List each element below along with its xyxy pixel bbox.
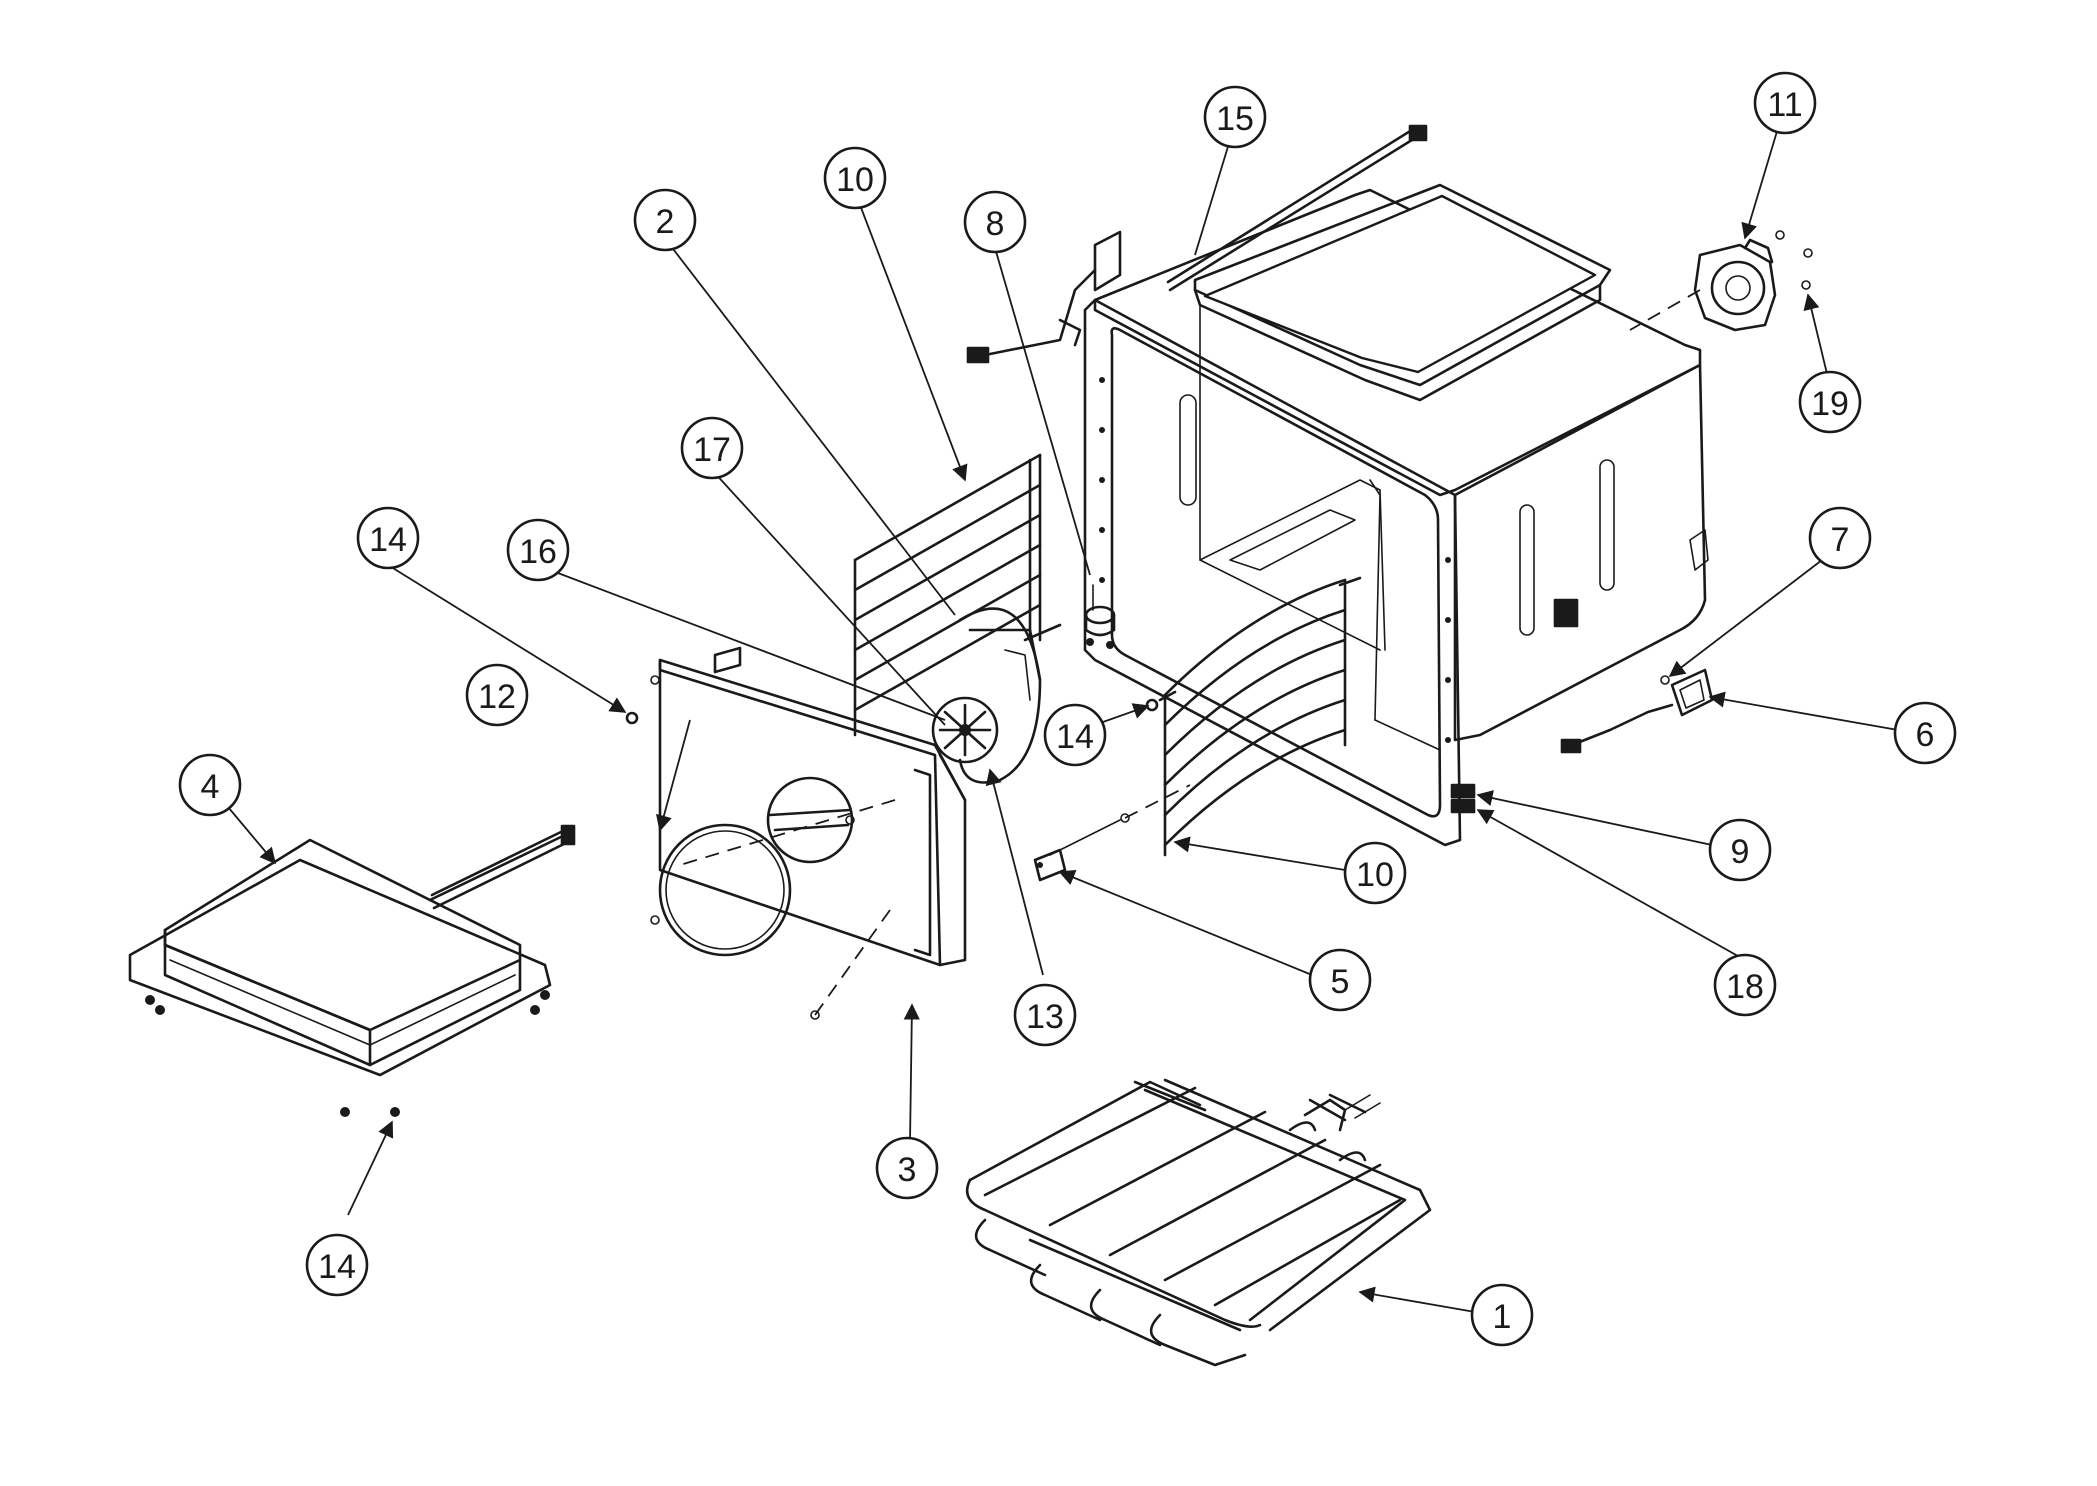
callout-13-label: 13 xyxy=(1026,998,1064,1036)
callout-9-label: 9 xyxy=(1731,833,1750,871)
callout-11: 11 xyxy=(1753,71,1817,135)
callout-10-top-label: 10 xyxy=(836,161,874,199)
callout-2-label: 2 xyxy=(656,203,675,241)
oven-rack-right xyxy=(1158,576,1362,857)
broil-cover-panel xyxy=(128,824,576,1117)
callout-14-middle: 14 xyxy=(1043,703,1107,767)
callout-17: 17 xyxy=(680,416,744,480)
callout-11-label: 11 xyxy=(1767,86,1802,124)
door-switch xyxy=(1560,668,1714,754)
callout-13: 13 xyxy=(1013,983,1077,1047)
callout-8: 8 xyxy=(963,190,1027,254)
callout-12: 12 xyxy=(465,663,529,727)
callout-1-label: 1 xyxy=(1493,1298,1512,1336)
callout-4: 4 xyxy=(178,753,242,817)
fan-gasket xyxy=(658,823,792,957)
callout-6-label: 6 xyxy=(1916,716,1935,754)
callout-14-bottom: 14 xyxy=(305,1233,369,1297)
callout-18-label: 18 xyxy=(1726,968,1764,1006)
oven-cavity xyxy=(1083,183,1709,847)
callout-10-bottom-label: 10 xyxy=(1356,856,1394,894)
callout-8-label: 8 xyxy=(986,205,1005,243)
callout-4-label: 4 xyxy=(201,768,220,806)
callout-15-label: 15 xyxy=(1216,100,1254,138)
callout-7: 7 xyxy=(1808,506,1872,570)
callout-10-bottom: 10 xyxy=(1343,841,1407,905)
callout-5-label: 5 xyxy=(1331,963,1350,1001)
callout-1: 1 xyxy=(1470,1283,1534,1347)
bake-igniter xyxy=(1033,784,1191,882)
bake-element xyxy=(965,1078,1432,1367)
callout-17-label: 17 xyxy=(693,431,731,469)
callout-14-middle-label: 14 xyxy=(1056,718,1094,756)
callout-10-top: 10 xyxy=(823,146,887,210)
callout-14-left-label: 14 xyxy=(369,521,407,559)
callout-15: 15 xyxy=(1203,85,1267,149)
convection-fan-assembly xyxy=(931,607,1042,784)
callout-16-label: 16 xyxy=(519,533,557,571)
callout-14-bottom-label: 14 xyxy=(318,1248,356,1286)
callout-16: 16 xyxy=(506,518,570,582)
callout-6: 6 xyxy=(1893,701,1957,765)
callout-3: 3 xyxy=(875,1136,939,1200)
callout-7-label: 7 xyxy=(1831,521,1850,559)
callout-5: 5 xyxy=(1308,948,1372,1012)
hinge-receiver xyxy=(1450,783,1476,814)
callout-9: 9 xyxy=(1708,818,1772,882)
convection-motor xyxy=(1629,230,1813,332)
callout-3-label: 3 xyxy=(898,1151,917,1189)
leader-lines xyxy=(227,127,1899,1313)
temperature-sensor xyxy=(1084,584,1116,649)
callout-12-label: 12 xyxy=(478,678,516,716)
wiring-harness xyxy=(966,124,1428,364)
convection-baffle xyxy=(650,646,967,1020)
callout-19: 19 xyxy=(1798,370,1862,434)
callout-19-label: 19 xyxy=(1811,385,1849,423)
callout-14-left: 14 xyxy=(356,506,420,570)
oven-rack-left xyxy=(853,453,1062,737)
callout-18: 18 xyxy=(1713,953,1777,1017)
callout-2: 2 xyxy=(633,188,697,252)
